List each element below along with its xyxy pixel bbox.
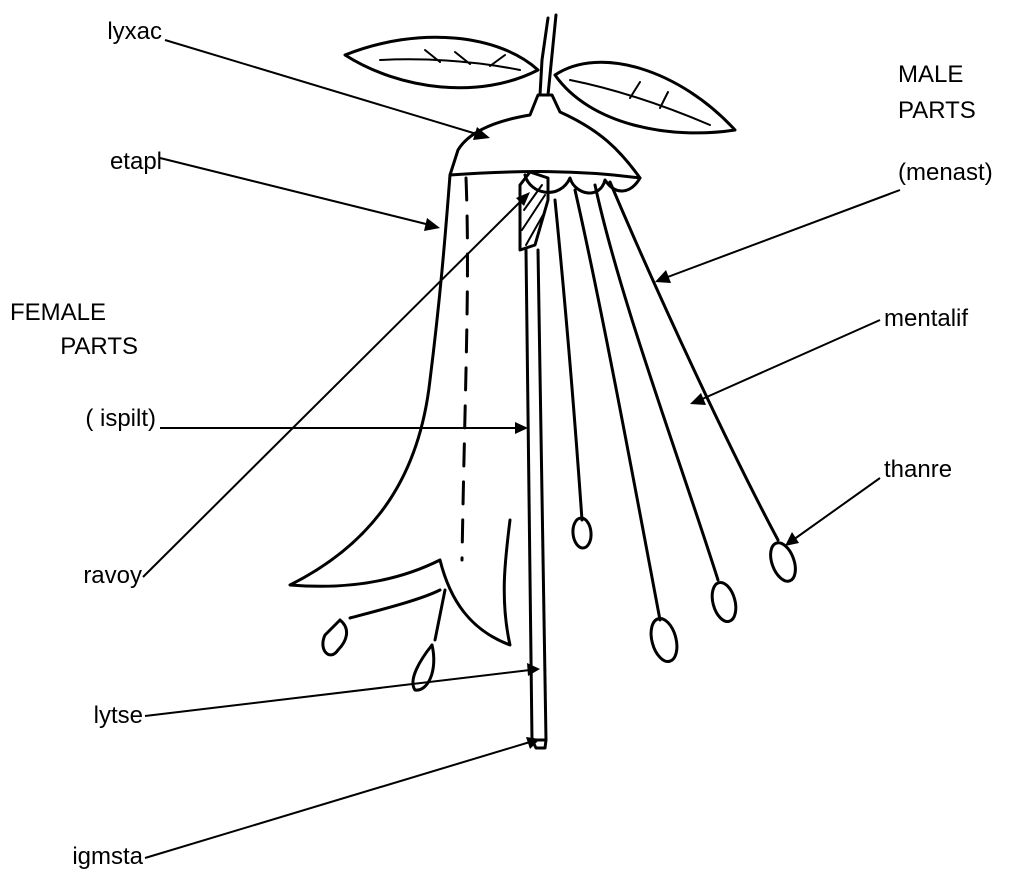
petal-tips [350, 590, 445, 640]
stem [540, 15, 556, 95]
anther-1 [572, 517, 593, 548]
pistil-arrow [515, 422, 528, 434]
sepal-scallops [525, 175, 640, 193]
female-parts-line2: PARTS [10, 332, 138, 362]
anther-2 [647, 616, 682, 665]
female-parts-line1: FEMALE [10, 298, 106, 328]
male-parts-line1: MALE [898, 60, 963, 90]
anther-arrow [785, 532, 799, 546]
ovary-label: ravoy [20, 561, 142, 591]
left-leaf [345, 37, 538, 88]
stamen-leader [665, 190, 900, 278]
stigma-label: igmsta [20, 842, 143, 872]
filament-1 [555, 200, 582, 520]
petal-leader [160, 158, 430, 225]
right-leaf-vein [570, 80, 710, 125]
anther-leader [793, 478, 880, 540]
anther-4 [766, 539, 800, 584]
petal-arrow [424, 218, 440, 231]
anther-label: thanre [884, 455, 952, 485]
petal-fold [462, 178, 467, 560]
anther-3 [708, 580, 740, 624]
style-label: lytse [20, 701, 143, 731]
filament-2 [575, 190, 660, 620]
petal-label: etapl [40, 147, 162, 177]
filament-label: mentalif [884, 304, 968, 334]
pistil-label: ( ispilt) [10, 404, 156, 434]
male-parts-line2: PARTS [898, 96, 976, 126]
style-leader [145, 670, 530, 716]
style-arrow [527, 663, 540, 676]
stigma-leader [145, 742, 530, 858]
petal-lobe-left [323, 620, 347, 655]
calyx-label: lyxac [40, 17, 162, 47]
left-leaf-vein [380, 50, 520, 70]
filament-leader [700, 320, 880, 400]
stamen-label: (menast) [898, 158, 993, 188]
